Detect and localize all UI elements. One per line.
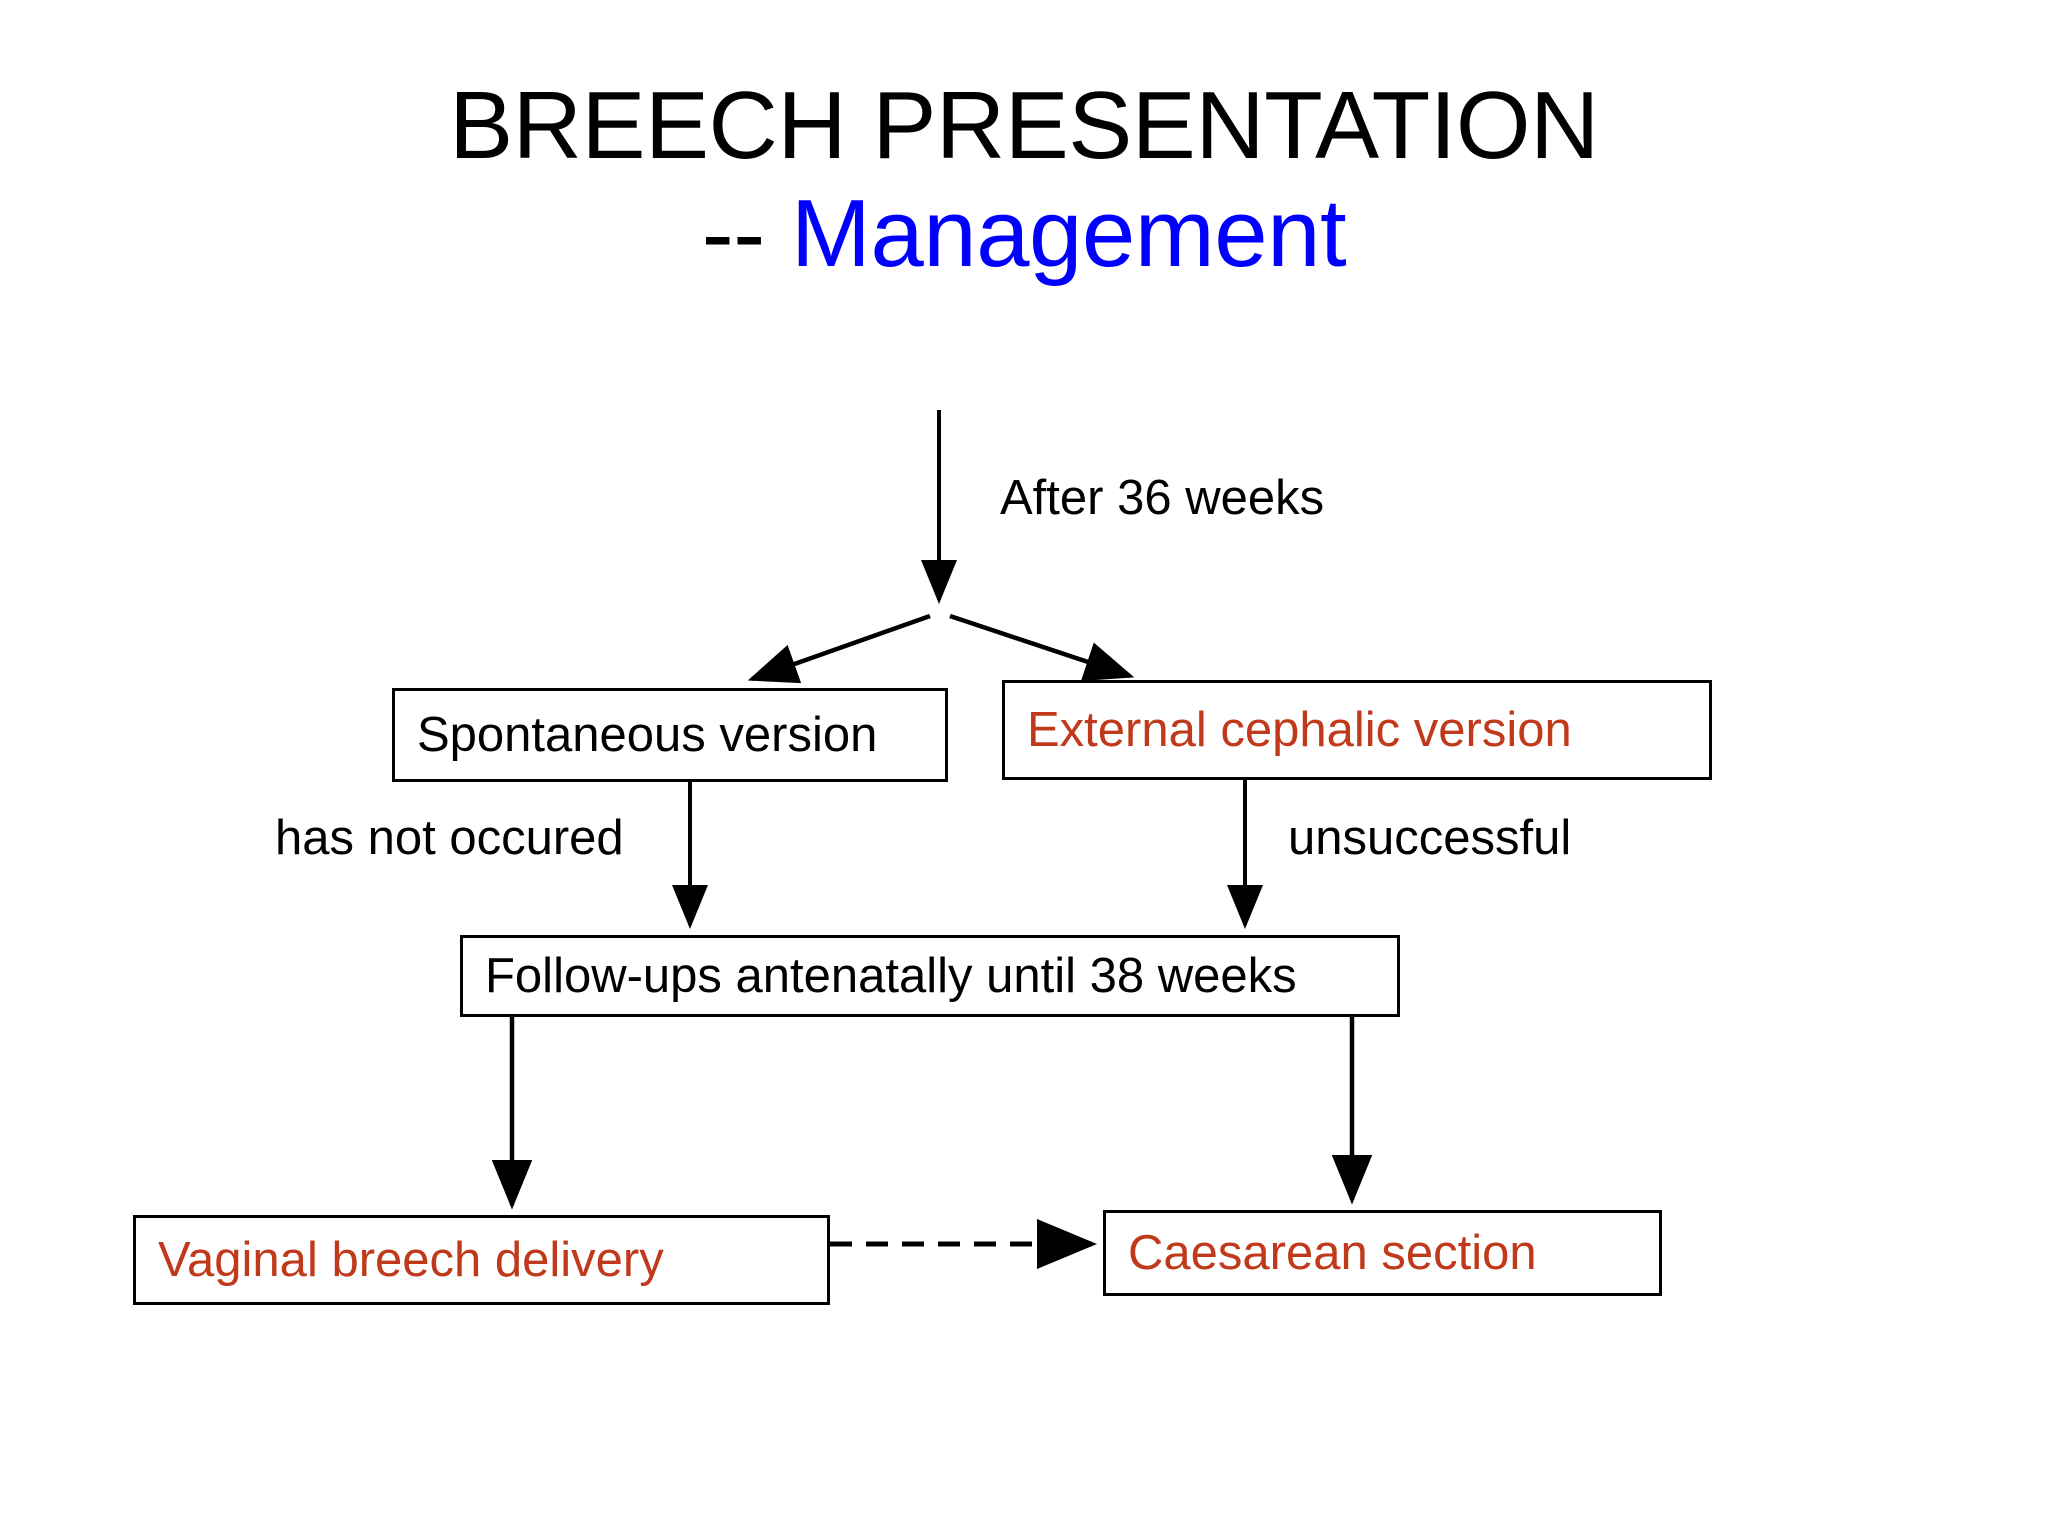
edge-label-after-36-weeks: After 36 weeks — [1000, 471, 1325, 525]
node-vaginal-breech-delivery[interactable]: Vaginal breech delivery — [133, 1215, 830, 1305]
node-followups-antenatally[interactable]: Follow-ups antenatally until 38 weeks — [460, 935, 1400, 1017]
edge-split-to-spontaneous — [747, 613, 931, 684]
title-dashes: -- — [701, 179, 791, 287]
edge-label-unsuccessful: unsuccessful — [1288, 811, 1572, 865]
node-caesarean-section[interactable]: Caesarean section — [1103, 1210, 1662, 1296]
title-line-sub: -- Management — [0, 180, 2048, 288]
node-spontaneous-version[interactable]: Spontaneous version — [392, 688, 948, 782]
title-line-main: BREECH PRESENTATION — [449, 72, 1599, 179]
node-external-cephalic-version[interactable]: External cephalic version — [1002, 680, 1712, 780]
edge-split-to-ecv — [949, 613, 1135, 681]
title-accent-management: Management — [790, 179, 1347, 287]
page-title: BREECH PRESENTATION -- Management — [0, 72, 2048, 287]
edge-label-has-not-occured: has not occured — [275, 811, 624, 865]
